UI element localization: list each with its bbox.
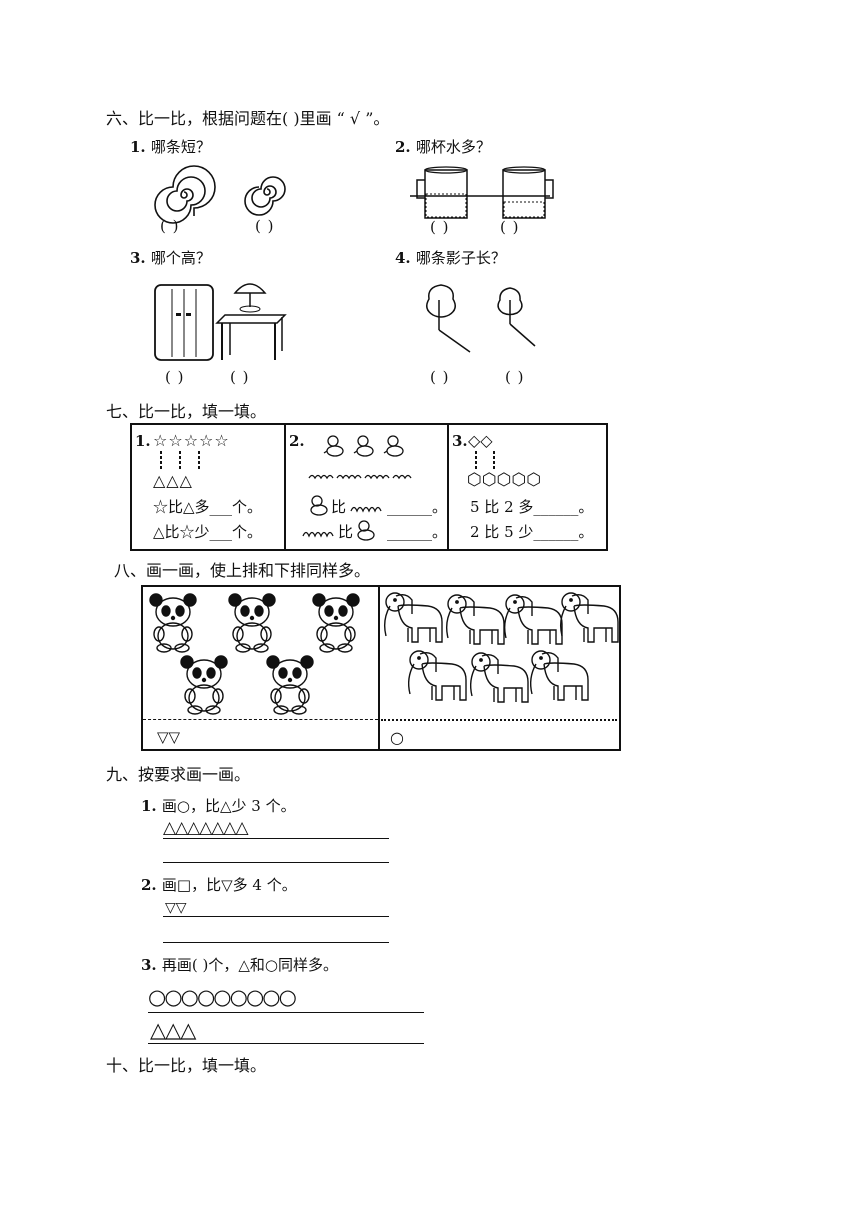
s9-q3-line-1 xyxy=(148,1012,424,1013)
cell-3-dotted-links xyxy=(475,451,495,469)
s9-q2-answer-line[interactable] xyxy=(163,942,389,943)
s9-q1-label: 1. 画○，比△少 3 个。 xyxy=(141,797,296,815)
section-8-title: 八、画一画，使上排和下排同样多。 xyxy=(114,561,371,580)
cabinet-and-table-image xyxy=(154,283,287,361)
q2-label: 2. 哪杯水多？ xyxy=(395,138,491,156)
section-10-title: 十、比一比，填一填。 xyxy=(106,1056,267,1075)
cell-1-stars: ☆☆☆☆☆ xyxy=(153,431,230,450)
cell-1-line-2: △比☆少___个。 xyxy=(153,523,263,541)
pandas-image xyxy=(149,593,360,715)
long-spiral-image xyxy=(154,165,216,224)
cell-3-line-2[interactable]: 2 比 5 少______。 xyxy=(470,523,594,541)
left-draw-triangles: ▽▽ xyxy=(157,728,181,746)
section-7-title: 七、比一比，填一填。 xyxy=(106,402,267,421)
s9-q1-answer-line[interactable] xyxy=(163,862,389,863)
q2-answer-paren-a[interactable]: ( ) xyxy=(430,218,450,236)
chick-icon xyxy=(357,520,375,541)
q4-label: 4. 哪条影子长？ xyxy=(395,249,506,267)
q4-answer-paren-a[interactable]: ( ) xyxy=(430,368,450,386)
cell-3-hexagons: ⬡⬡⬡⬡⬡ xyxy=(467,470,542,490)
s9-q3-triangles: △△△ xyxy=(150,1018,196,1042)
cell-2-answer-1[interactable]: ______。 xyxy=(387,498,448,516)
cell-1-triangles: △△△ xyxy=(153,471,193,490)
s9-q3-circles: ○○○○○○○○○ xyxy=(148,985,297,1009)
cell-1-number: 1. xyxy=(135,432,151,450)
elephants-image xyxy=(383,592,619,703)
cell-2-line-1: 比 xyxy=(331,498,347,516)
section-9-title: 九、按要求画一画。 xyxy=(106,765,251,784)
q3-label: 3. 哪个高？ xyxy=(130,249,211,267)
s9-q2-triangles: ▽▽ xyxy=(165,900,187,916)
section-7-table xyxy=(130,423,608,551)
q2-answer-paren-b[interactable]: ( ) xyxy=(500,218,520,236)
s9-q3-label: 3. 再画( )个，△和○同样多。 xyxy=(141,956,339,974)
s9-q2-line-1 xyxy=(163,916,389,917)
section-8-dashed-left xyxy=(143,719,378,720)
chick-icon xyxy=(310,495,328,516)
cell-3-number: 3. xyxy=(452,432,468,450)
q3-answer-paren-a[interactable]: ( ) xyxy=(165,368,185,386)
s9-q1-line-1 xyxy=(163,838,389,839)
section-6-title: 六、比一比，根据问题在( )里画 “ √ ”。 xyxy=(106,109,390,128)
cell-3-line-1[interactable]: 5 比 2 多______。 xyxy=(470,498,594,516)
chicks-and-caterpillars-image xyxy=(308,435,412,480)
cell-2-number: 2. xyxy=(289,432,305,450)
section-8-frame xyxy=(141,585,621,751)
section-8-dashed-right xyxy=(381,719,617,721)
s9-q1-triangles: △△△△△△△ xyxy=(163,818,249,838)
cell-3-diamonds: ◇◇ xyxy=(468,431,493,450)
cell-1-dotted-links xyxy=(160,451,200,469)
caterpillar-icon xyxy=(302,531,334,538)
section-7-divider-1 xyxy=(284,423,286,549)
s9-q3-line-2 xyxy=(148,1043,424,1044)
section-8-divider xyxy=(378,585,380,749)
cups-image xyxy=(410,166,554,219)
right-draw-circle: ○ xyxy=(390,728,404,747)
caterpillar-icon xyxy=(350,506,382,513)
cell-1-line-1: ☆比△多___个。 xyxy=(153,498,263,516)
section-7-divider-2 xyxy=(447,423,449,549)
q1-answer-paren-b[interactable]: ( ) xyxy=(255,217,275,235)
cell-2-line-2: 比 xyxy=(338,523,354,541)
q3-answer-paren-b[interactable]: ( ) xyxy=(230,368,250,386)
q1-label: 1. 哪条短？ xyxy=(130,138,211,156)
trees-with-shadows-image xyxy=(426,284,536,353)
q1-answer-paren-a[interactable]: ( ) xyxy=(160,217,180,235)
s9-q2-label: 2. 画□，比▽多 4 个。 xyxy=(141,876,297,894)
short-spiral-image xyxy=(244,176,286,216)
cell-2-answer-2[interactable]: ______。 xyxy=(387,523,448,541)
q4-answer-paren-b[interactable]: ( ) xyxy=(505,368,525,386)
